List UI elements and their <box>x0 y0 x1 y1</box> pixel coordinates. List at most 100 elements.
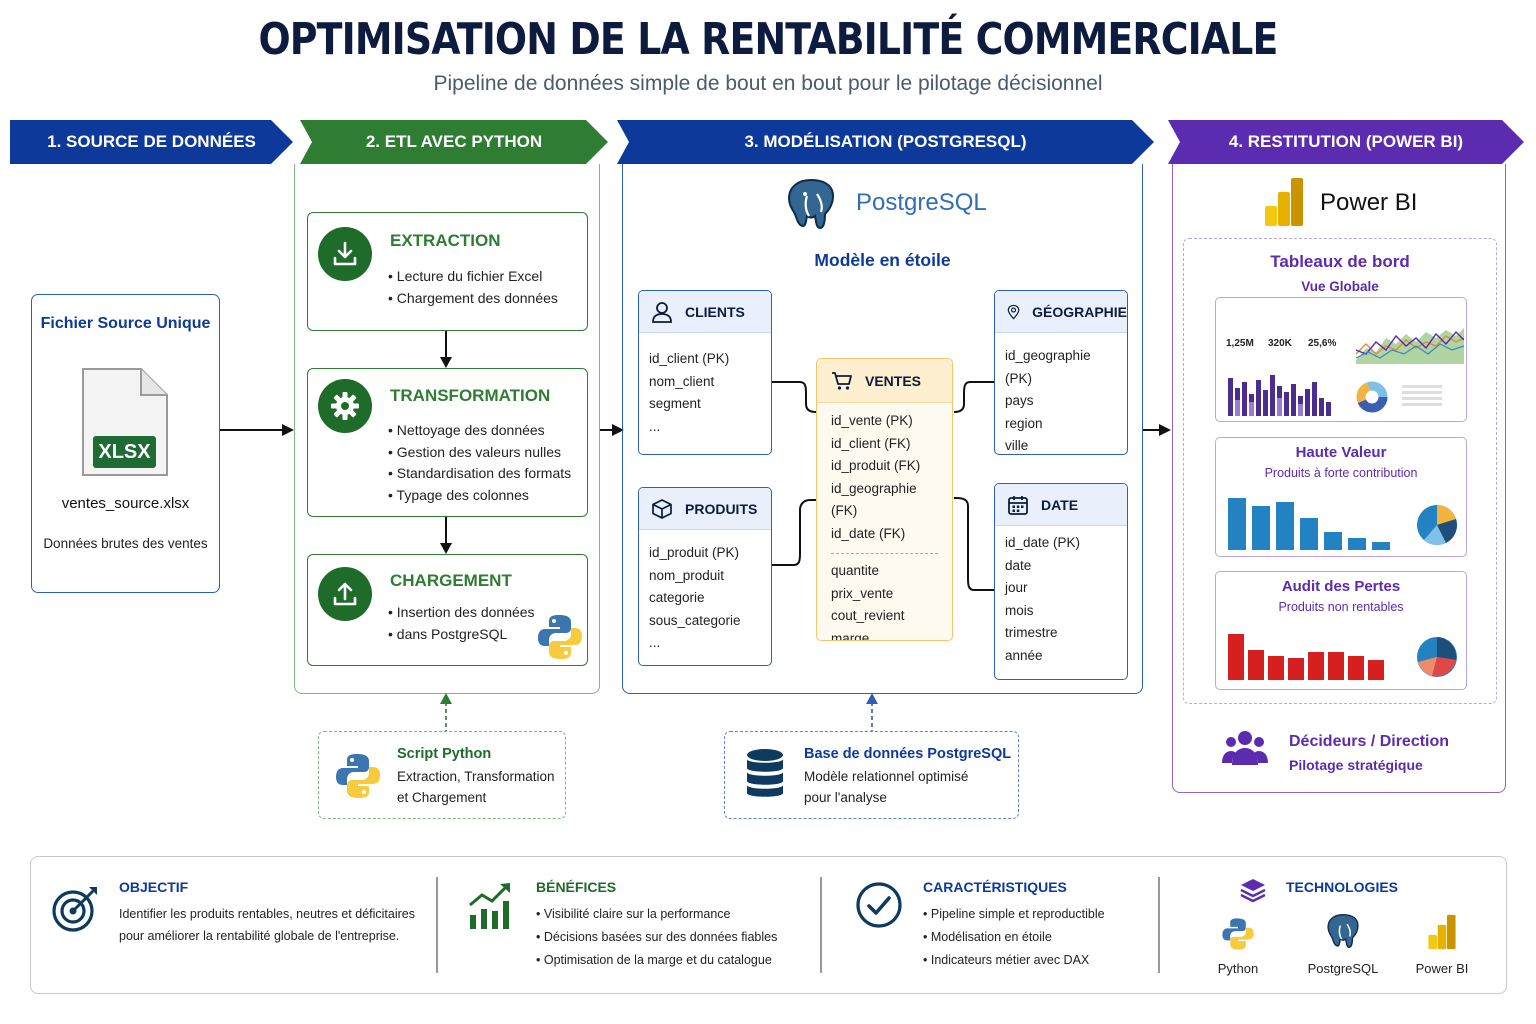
etl-bullet: • Lecture du fichier Excel <box>388 268 543 284</box>
footer-divider <box>1158 877 1160 973</box>
table-field: id_client (PK) <box>649 351 730 366</box>
python-logo-icon <box>336 754 380 798</box>
footer-panel: OBJECTIF Identifier les produits rentabl… <box>30 856 1507 994</box>
etl-bullet: • dans PostgreSQL <box>388 625 508 642</box>
table-name: PRODUITS <box>685 500 758 517</box>
dashboards-title: Tableaux de bord <box>1270 252 1410 271</box>
table-field: cout_revient <box>831 608 905 623</box>
kpi-value: 25,6% <box>1308 338 1337 349</box>
source-title: Fichier Source Unique <box>40 315 211 332</box>
etl-bullet: • Chargement des données <box>388 289 558 306</box>
table-field: nom_client <box>649 373 715 389</box>
etl-step-title: CHARGEMENT <box>390 571 512 590</box>
postgresql-brand: PostgreSQL <box>856 189 987 216</box>
stage-banner-restitution: 4. RESTITUTION (POWER BI) <box>1168 120 1524 164</box>
model-panel <box>622 164 1143 694</box>
table-field: region <box>1005 415 1043 431</box>
dashboard-subtitle: Produits non rentables <box>1278 600 1404 614</box>
tech-label: Power BI <box>1415 961 1469 976</box>
table-field: id_geographie (FK) <box>831 480 917 519</box>
restitution-panel <box>1172 164 1506 793</box>
calendar-icon <box>1008 495 1028 515</box>
overview-bar-chart <box>1228 375 1331 416</box>
footer-bullet: • Visibilité claire sur la performance <box>536 907 731 921</box>
script-title: Script Python <box>397 746 492 762</box>
footer-bullet: • Décisions basées sur des données fiabl… <box>536 930 778 944</box>
etl-step-title: TRANSFORMATION <box>390 386 551 405</box>
location-pin-icon <box>1007 304 1020 319</box>
postgresql-elephant-icon <box>1327 914 1359 948</box>
audience-title: Décideurs / Direction <box>1289 733 1450 750</box>
footer-bullet: • Optimisation de la marge et du catalog… <box>536 953 772 967</box>
python-logo-icon <box>538 615 582 659</box>
table-field: jour <box>1005 580 1028 595</box>
script-line: Extraction, Transformation <box>397 769 555 784</box>
script-line: et Chargement <box>397 790 487 805</box>
table-field: ... <box>649 418 661 434</box>
stage-label: 1. SOURCE DE DONNÉES <box>47 132 256 151</box>
dashboard-overview: 1,25M 320K 25,6% <box>1215 297 1467 422</box>
table-divider <box>831 553 938 554</box>
source-card: Fichier Source Unique XLSX ventes_source… <box>31 294 220 593</box>
stage-banner-etl: 2. ETL AVEC PYTHON <box>300 120 608 164</box>
powerbi-logo-icon <box>1428 914 1456 950</box>
xlsx-badge-box: XLSX <box>93 436 156 468</box>
audience-subtitle: Pilotage stratégique <box>1289 757 1423 773</box>
flow-arrow <box>1143 424 1171 436</box>
dashboard-title: Haute Valeur <box>1295 444 1387 461</box>
postgresql-elephant-icon <box>787 178 835 230</box>
powerbi-brand: Power BI <box>1320 189 1418 216</box>
footer-title: OBJECTIF <box>119 879 189 895</box>
table-header: PRODUITS <box>639 488 771 530</box>
table-field: id_date (FK) <box>831 525 906 541</box>
footer-title: TECHNOLOGIES <box>1286 879 1399 895</box>
footer-title: CARACTÉRISTIQUES <box>923 879 1067 895</box>
db-line: Modèle relationnel optimisé <box>804 769 969 784</box>
dashboards-group <box>1183 238 1497 704</box>
check-circle-icon <box>856 882 902 928</box>
table-name: CLIENTS <box>685 303 745 320</box>
python-script-box: Script Python Extraction, Transformation… <box>318 731 566 819</box>
table-field: segment <box>649 396 701 411</box>
table-name: DATE <box>1041 496 1079 513</box>
dashboard-high-value: Haute Valeur Produits à forte contributi… <box>1215 437 1467 557</box>
kpi-value: 1,25M <box>1226 338 1254 349</box>
table-header: VENTES <box>817 359 952 403</box>
flow-arrow <box>600 424 624 436</box>
tech-label: Python <box>1217 961 1259 976</box>
etl-step-transformation: TRANSFORMATION • Nettoyage des données •… <box>307 368 588 517</box>
footer-divider <box>820 877 822 973</box>
table-header: GÉOGRAPHIE <box>995 291 1127 333</box>
stage-label: 2. ETL AVEC PYTHON <box>365 132 543 151</box>
table-field: nom_produit <box>649 567 725 583</box>
high-value-bar-chart <box>1228 498 1390 550</box>
page-title: OPTIMISATION DE LA RENTABILITÉ COMMERCIA… <box>258 14 1278 65</box>
stage-label: 3. MODÉLISATION (POSTGRESQL) <box>744 132 1027 151</box>
db-title: Base de données PostgreSQL <box>804 746 1012 762</box>
table-field: prix_vente <box>831 585 894 601</box>
powerbi-logo-icon <box>1265 178 1303 226</box>
etl-step-chargement: CHARGEMENT • Insertion des données • dan… <box>307 554 588 666</box>
table-field: pays <box>1005 393 1034 408</box>
user-icon <box>652 301 672 323</box>
etl-step-title: EXTRACTION <box>390 231 501 250</box>
table-field: sous_categorie <box>649 612 741 628</box>
table-clients: CLIENTS id_client (PK) nom_client segmen… <box>638 290 772 455</box>
dashed-arrow-up <box>440 693 452 732</box>
db-line: pour l'analyse <box>804 790 887 805</box>
footer-text: pour améliorer la rentabilité globale de… <box>119 929 400 943</box>
box-icon <box>652 498 672 519</box>
flow-arrow-down <box>440 517 452 554</box>
etl-bullet: • Standardisation des formats <box>388 465 572 481</box>
table-field: id_geographie (PK) <box>1005 348 1091 386</box>
dashboard-loss-audit: Audit des Pertes Produits non rentables <box>1215 571 1467 690</box>
table-field: id_vente (PK) <box>831 413 913 428</box>
etl-bullet: • Insertion des données <box>388 604 535 620</box>
overview-donut-chart <box>1356 381 1388 413</box>
etl-bullet: • Typage des colonnes <box>388 486 529 503</box>
etl-bullet: • Gestion des valeurs nulles <box>388 443 561 460</box>
upload-icon <box>318 567 372 621</box>
etl-panel <box>294 164 600 694</box>
etl-bullet: • Nettoyage des données <box>388 422 545 438</box>
cart-icon <box>832 371 852 390</box>
